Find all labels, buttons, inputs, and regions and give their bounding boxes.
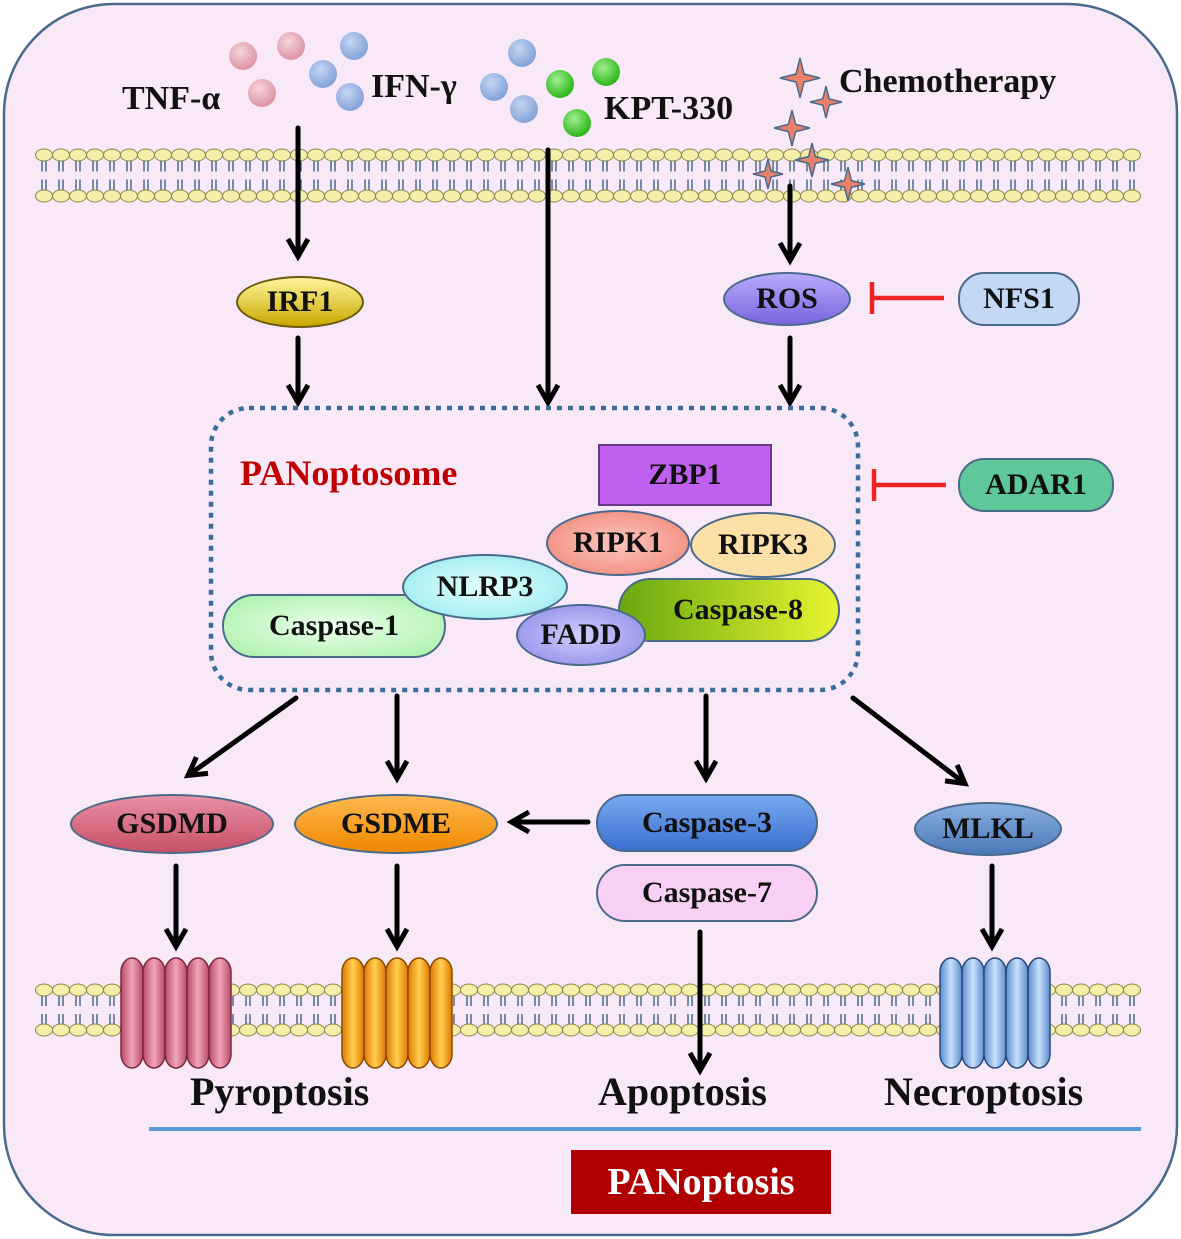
adar1-node: ADAR1 bbox=[958, 458, 1114, 512]
fadd-node: FADD bbox=[516, 604, 646, 666]
pyroptosis-label: Pyroptosis bbox=[190, 1069, 370, 1114]
ros-node: ROS bbox=[723, 272, 851, 326]
tnf-alpha-label: TNF-α bbox=[122, 80, 221, 117]
nlrp3-node: NLRP3 bbox=[402, 554, 568, 620]
caspase-8-node: Caspase-8 bbox=[618, 578, 840, 642]
kpt-330-label: KPT-330 bbox=[604, 90, 734, 127]
kpt-330-molecules bbox=[546, 58, 620, 137]
nfs1-node: NFS1 bbox=[958, 272, 1080, 326]
apoptosis-label: Apoptosis bbox=[598, 1069, 767, 1114]
necroptosis-label: Necroptosis bbox=[884, 1069, 1084, 1114]
panoptosome-title: PANoptosome bbox=[240, 453, 458, 493]
mlkl-pore bbox=[939, 957, 1051, 1069]
ripk3-node: RIPK3 bbox=[690, 512, 836, 578]
zbp1-node: ZBP1 bbox=[598, 444, 772, 506]
signal-arrows bbox=[163, 125, 1005, 1076]
gsdme-node: GSDME bbox=[294, 794, 498, 854]
gsdme-pore bbox=[341, 957, 453, 1069]
ripk1-node: RIPK1 bbox=[546, 510, 690, 576]
mlkl-node: MLKL bbox=[914, 802, 1062, 856]
arrow-complex-gsdmd bbox=[183, 695, 299, 779]
arrow-complex-mlkl bbox=[850, 695, 969, 787]
caspase-7-node: Caspase-7 bbox=[596, 864, 818, 922]
gsdmd-node: GSDMD bbox=[70, 794, 274, 854]
caspase-1-node: Caspase-1 bbox=[222, 594, 446, 658]
gsdmd-pore bbox=[120, 957, 232, 1069]
panoptosis-banner: PANoptosis bbox=[571, 1150, 831, 1214]
top-membrane bbox=[35, 148, 1141, 203]
tnf-alpha-molecules bbox=[229, 32, 305, 107]
ifn-gamma-label: IFN-γ bbox=[371, 68, 457, 105]
caspase-3-node: Caspase-3 bbox=[596, 794, 818, 852]
irf1-node: IRF1 bbox=[236, 276, 364, 328]
inhibition-markers bbox=[869, 282, 946, 501]
ifn-gamma-molecules bbox=[309, 32, 538, 123]
chemotherapy-star-icons bbox=[752, 57, 866, 202]
chemotherapy-label: Chemotherapy bbox=[839, 63, 1057, 100]
panoptosome-boundary bbox=[208, 405, 861, 693]
